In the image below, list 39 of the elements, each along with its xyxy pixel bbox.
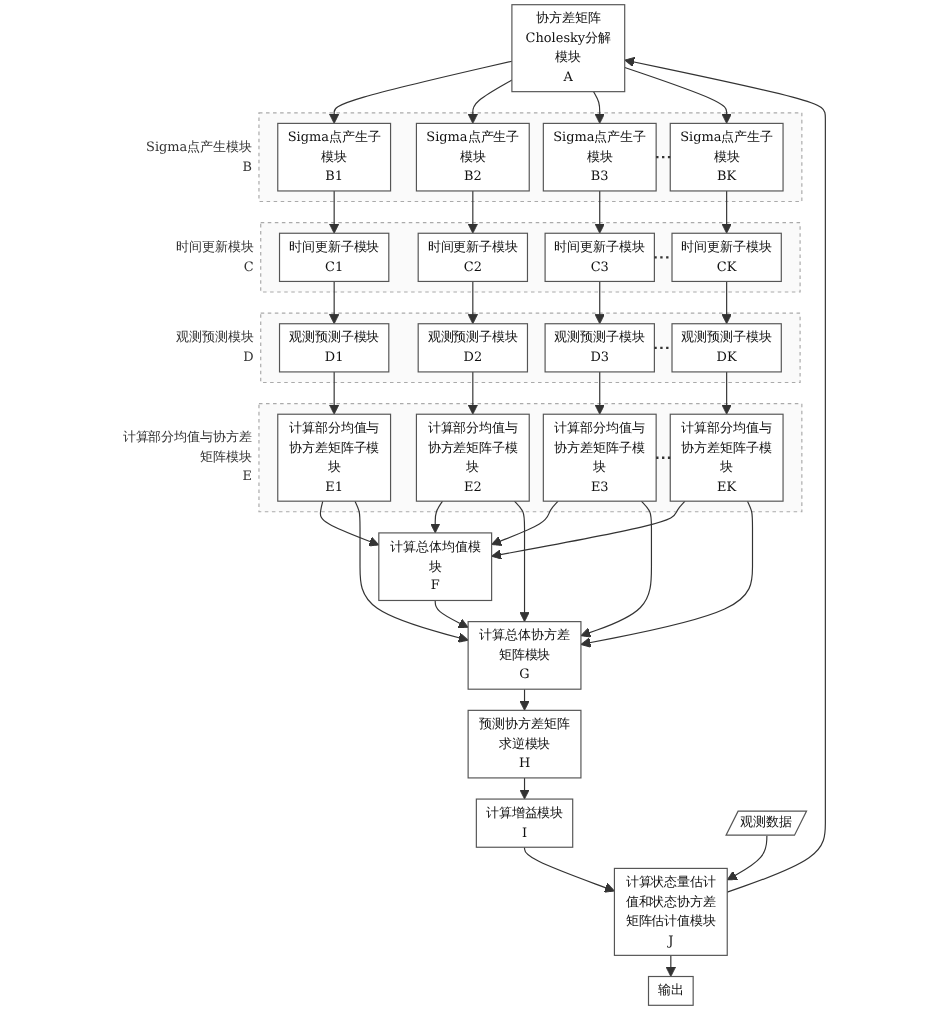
arrow xyxy=(319,500,380,547)
arrow xyxy=(721,280,732,325)
arrow xyxy=(523,846,615,893)
dotted-line xyxy=(654,256,672,259)
arrow xyxy=(594,371,605,415)
arrow xyxy=(624,66,732,124)
arrow xyxy=(519,688,530,711)
arrow xyxy=(721,371,732,415)
arrow xyxy=(430,500,444,534)
arrow xyxy=(354,500,469,643)
arrow xyxy=(665,954,676,977)
arrow xyxy=(467,280,478,325)
arrow xyxy=(467,371,478,415)
arrow xyxy=(491,500,686,560)
dotted-line xyxy=(654,346,672,349)
cluster xyxy=(258,112,803,203)
arrow xyxy=(519,777,530,800)
arrow xyxy=(594,190,605,234)
arrow xyxy=(513,500,530,623)
arrow xyxy=(624,56,826,893)
cluster xyxy=(258,403,803,513)
dotted-line xyxy=(656,156,671,159)
arrow xyxy=(329,60,513,124)
arrow xyxy=(491,500,559,546)
arrow xyxy=(580,500,754,648)
cluster xyxy=(260,222,801,293)
arrow xyxy=(594,280,605,325)
arrow xyxy=(726,835,768,881)
dotted-line xyxy=(656,456,671,459)
arrow xyxy=(467,79,513,124)
arrow xyxy=(329,371,340,415)
arrow xyxy=(593,91,605,124)
arrow xyxy=(329,280,340,325)
arrow xyxy=(329,190,340,234)
arrow xyxy=(580,500,653,638)
arrow xyxy=(467,190,478,234)
arrow xyxy=(434,599,469,628)
arrow xyxy=(721,190,732,234)
cluster xyxy=(260,312,801,384)
